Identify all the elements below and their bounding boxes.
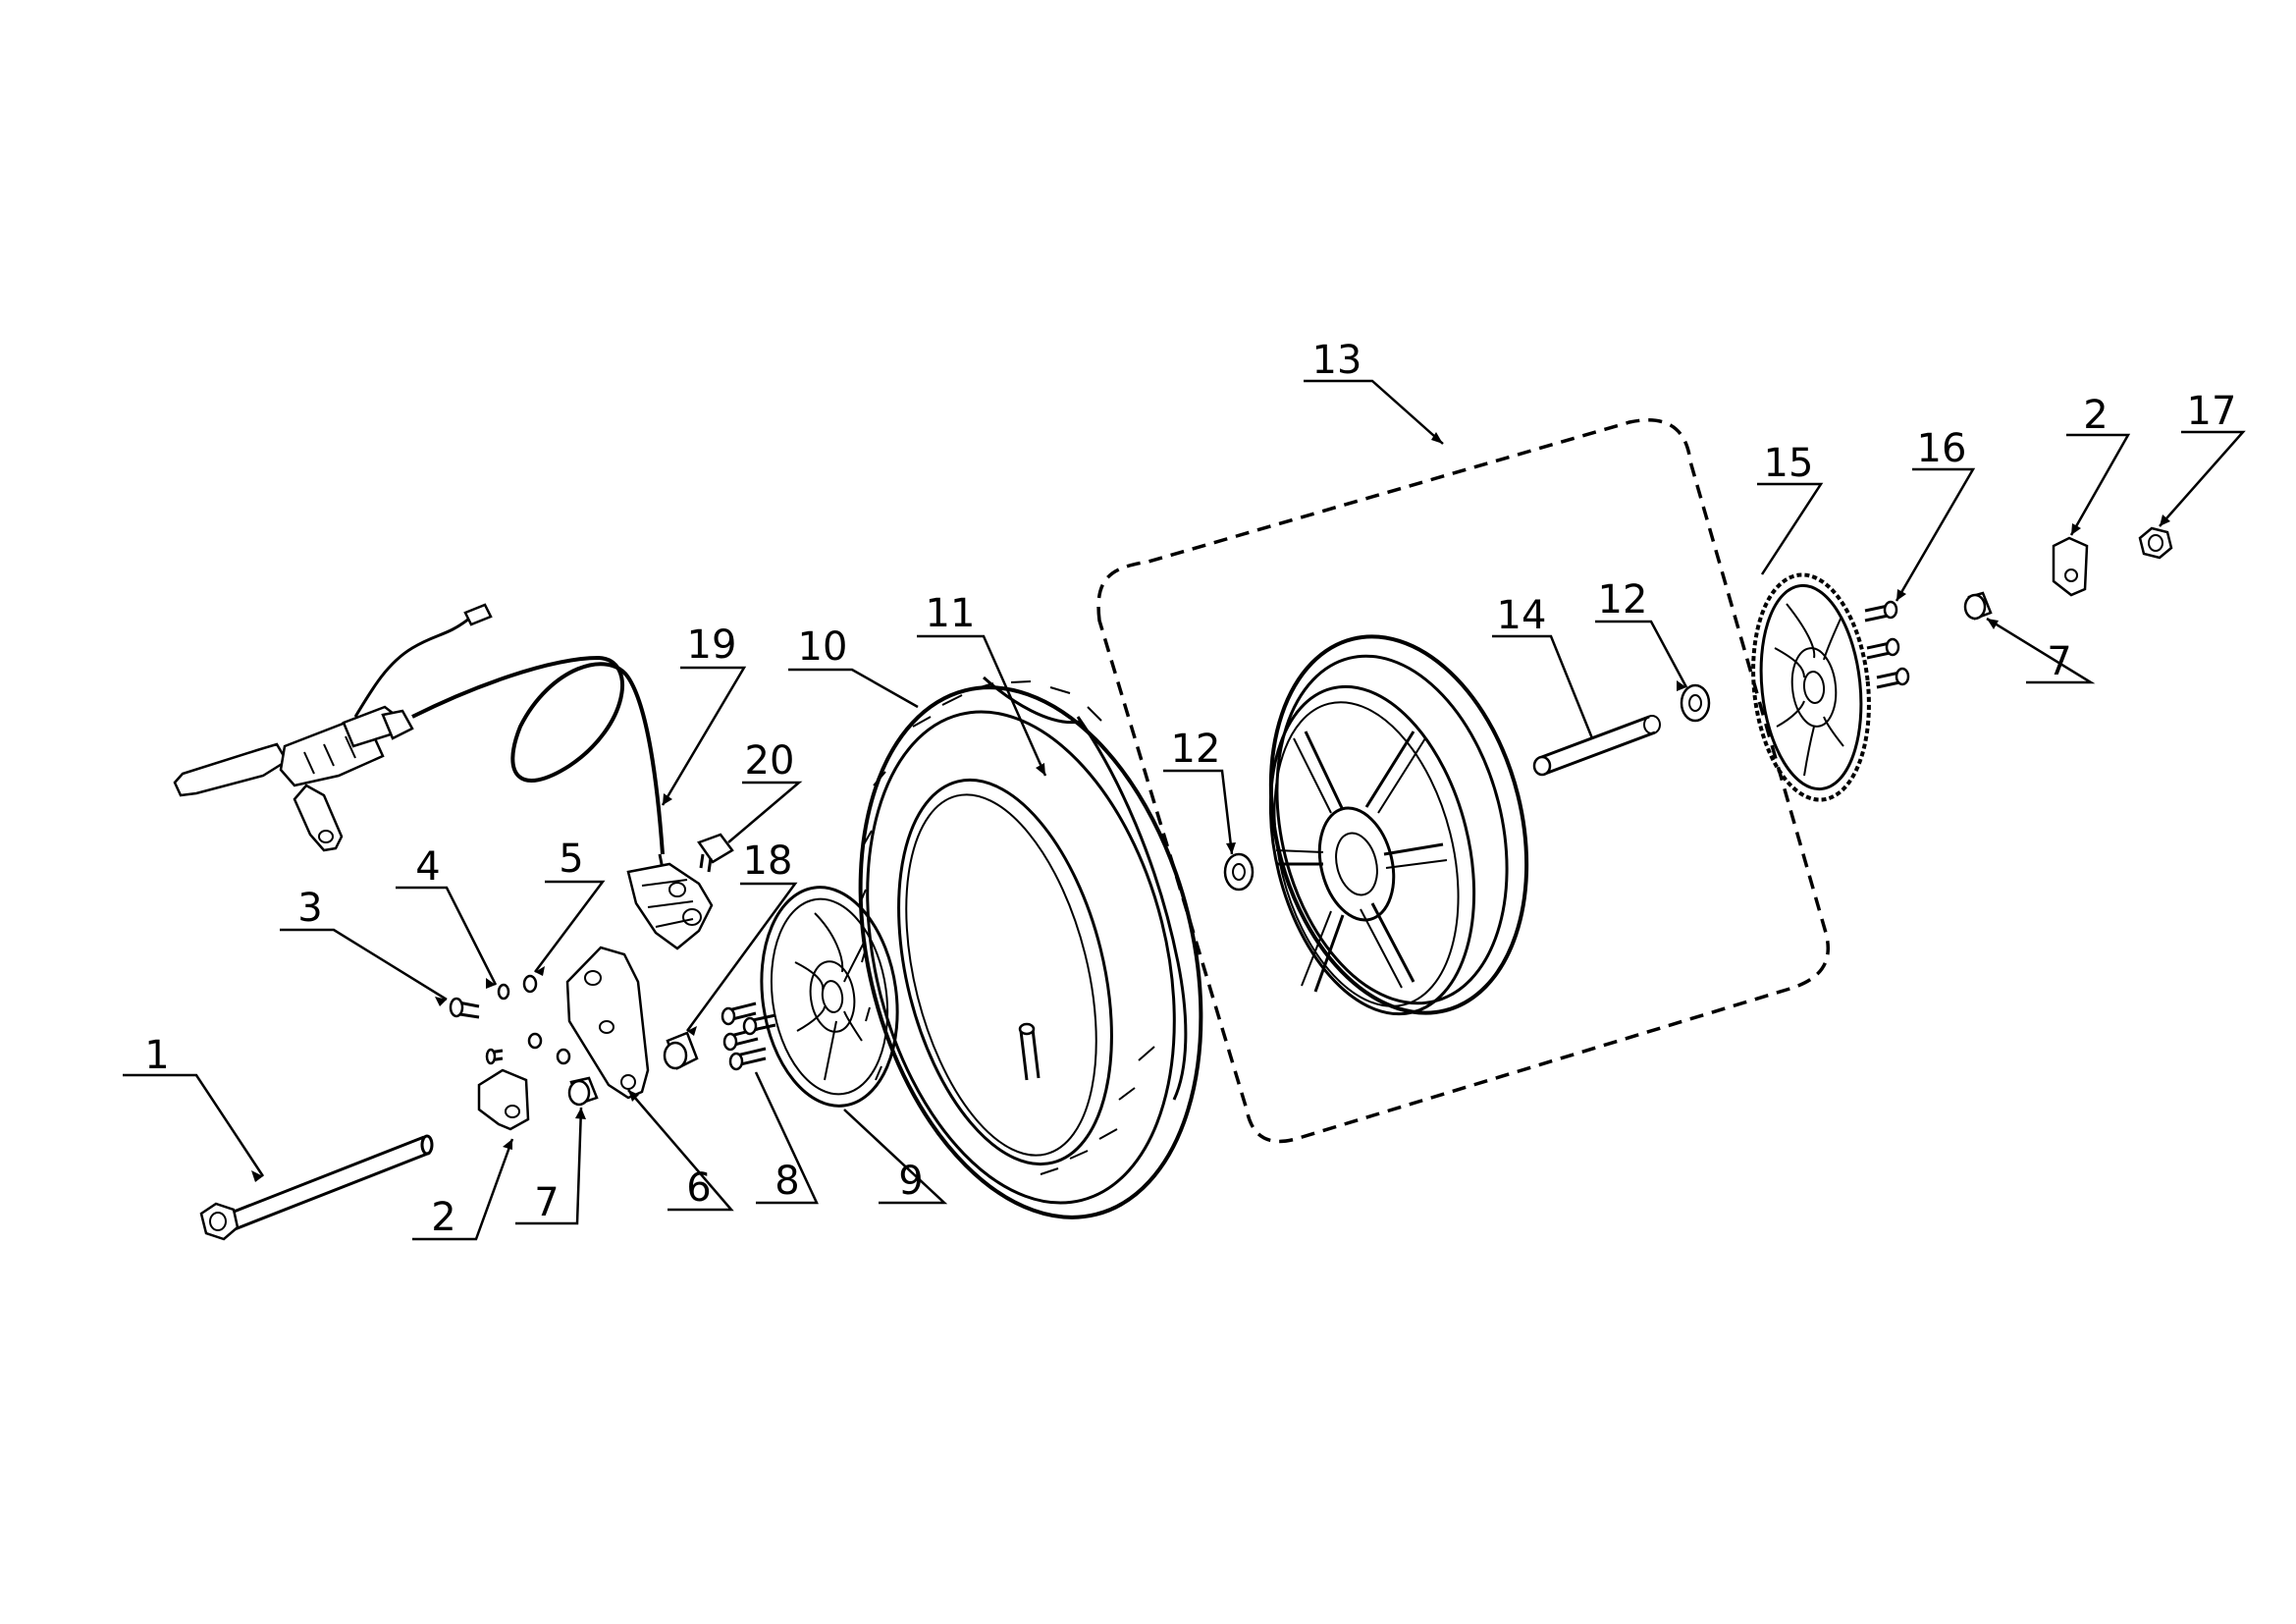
callout-2-left: 2 [431,1195,455,1240]
callout-6: 6 [686,1165,711,1211]
callout-5: 5 [559,837,583,882]
callout-11: 11 [926,591,976,636]
callout-7-left: 7 [534,1180,559,1225]
callout-9: 9 [898,1159,923,1204]
callout-17: 17 [2187,389,2237,434]
part-caliper-bracket [565,946,650,1100]
part-spacer-18 [663,1031,699,1070]
callout-20: 20 [745,738,795,784]
callout-16: 16 [1917,426,1967,471]
part-bearing-left [1223,852,1255,892]
callout-14: 14 [1497,593,1547,638]
part-sprocket-bolts [1864,600,1910,689]
part-tire [858,680,1203,1219]
part-spacer-right [1963,591,1993,621]
part-washers [485,974,571,1065]
part-inner-tube [983,676,1188,1101]
part-brake-lever-hose [173,603,714,950]
callout-19: 19 [687,623,737,668]
callout-7-right: 7 [2047,639,2071,684]
part-bearing-right [1680,683,1711,723]
part-spacer-left [567,1076,599,1107]
part-disc-bolts [721,1001,776,1071]
callout-10: 10 [798,624,848,670]
part-sprocket [1751,572,1871,802]
part-adjuster-plate-right [2052,536,2089,597]
part-rim [1268,634,1529,1016]
callout-2-right: 2 [2083,393,2108,438]
leader-lines [123,379,2246,1241]
part-brake-disc [760,886,899,1108]
part-adjuster-plate-left [477,1068,530,1131]
callout-1: 1 [144,1033,169,1078]
part-bleeder-20 [697,833,734,873]
part-axle-nut [2138,526,2173,560]
callout-4: 4 [415,844,440,890]
callout-12-left: 12 [1171,727,1221,772]
part-assembly-13-box [1096,418,1831,1144]
callout-8: 8 [774,1159,799,1204]
callout-15: 15 [1764,441,1814,486]
part-hub-spacer-tube [1532,715,1661,777]
callout-13: 13 [1312,338,1362,383]
part-small-bolt [449,997,480,1019]
callout-3: 3 [297,886,322,931]
callout-12-right: 12 [1598,577,1648,623]
callout-18: 18 [743,839,793,884]
part-axle-bolt [199,1134,434,1241]
